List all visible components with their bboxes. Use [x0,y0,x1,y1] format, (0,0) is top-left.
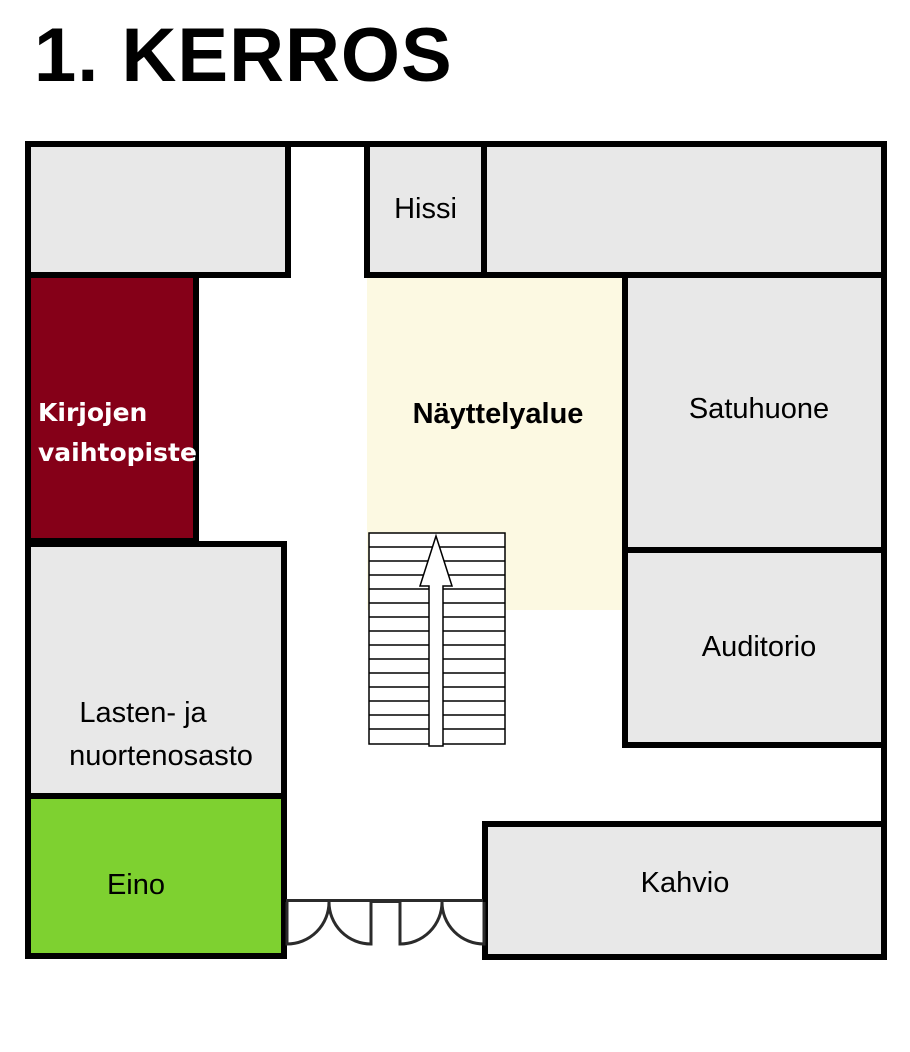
label-nayttelyalue: Näyttelyalue [412,398,584,430]
label-auditorio: Auditorio [701,631,817,663]
label-kirjojen-vaihtopiste: Kirjojen vaihtopiste [38,393,197,473]
page-title: 1. KERROS [34,13,453,98]
room-eino [25,793,287,959]
room-top-right [481,141,887,278]
label-lasten-nuortenosasto: Lasten- ja nuortenosasto [28,692,294,778]
label-hissi: Hissi [394,193,457,225]
label-lasten-line1: Lasten- ja [79,697,207,729]
room-satuhuone [622,272,887,553]
label-kirjojen-line1: Kirjojen [38,398,148,427]
room-lasten-nuortenosasto [25,541,287,799]
label-satuhuone: Satuhuone [688,393,830,425]
label-lasten-line2: nuortenosasto [69,740,253,772]
up-arrow-icon [418,533,454,747]
label-eino: Eino [106,869,166,901]
label-kirjojen-line2: vaihtopiste [38,438,197,467]
room-top-left [25,141,291,278]
label-kahvio: Kahvio [640,867,730,899]
entrance-doors-icon [285,899,486,946]
room-auditorio [622,547,887,748]
room-kahvio [482,821,887,960]
